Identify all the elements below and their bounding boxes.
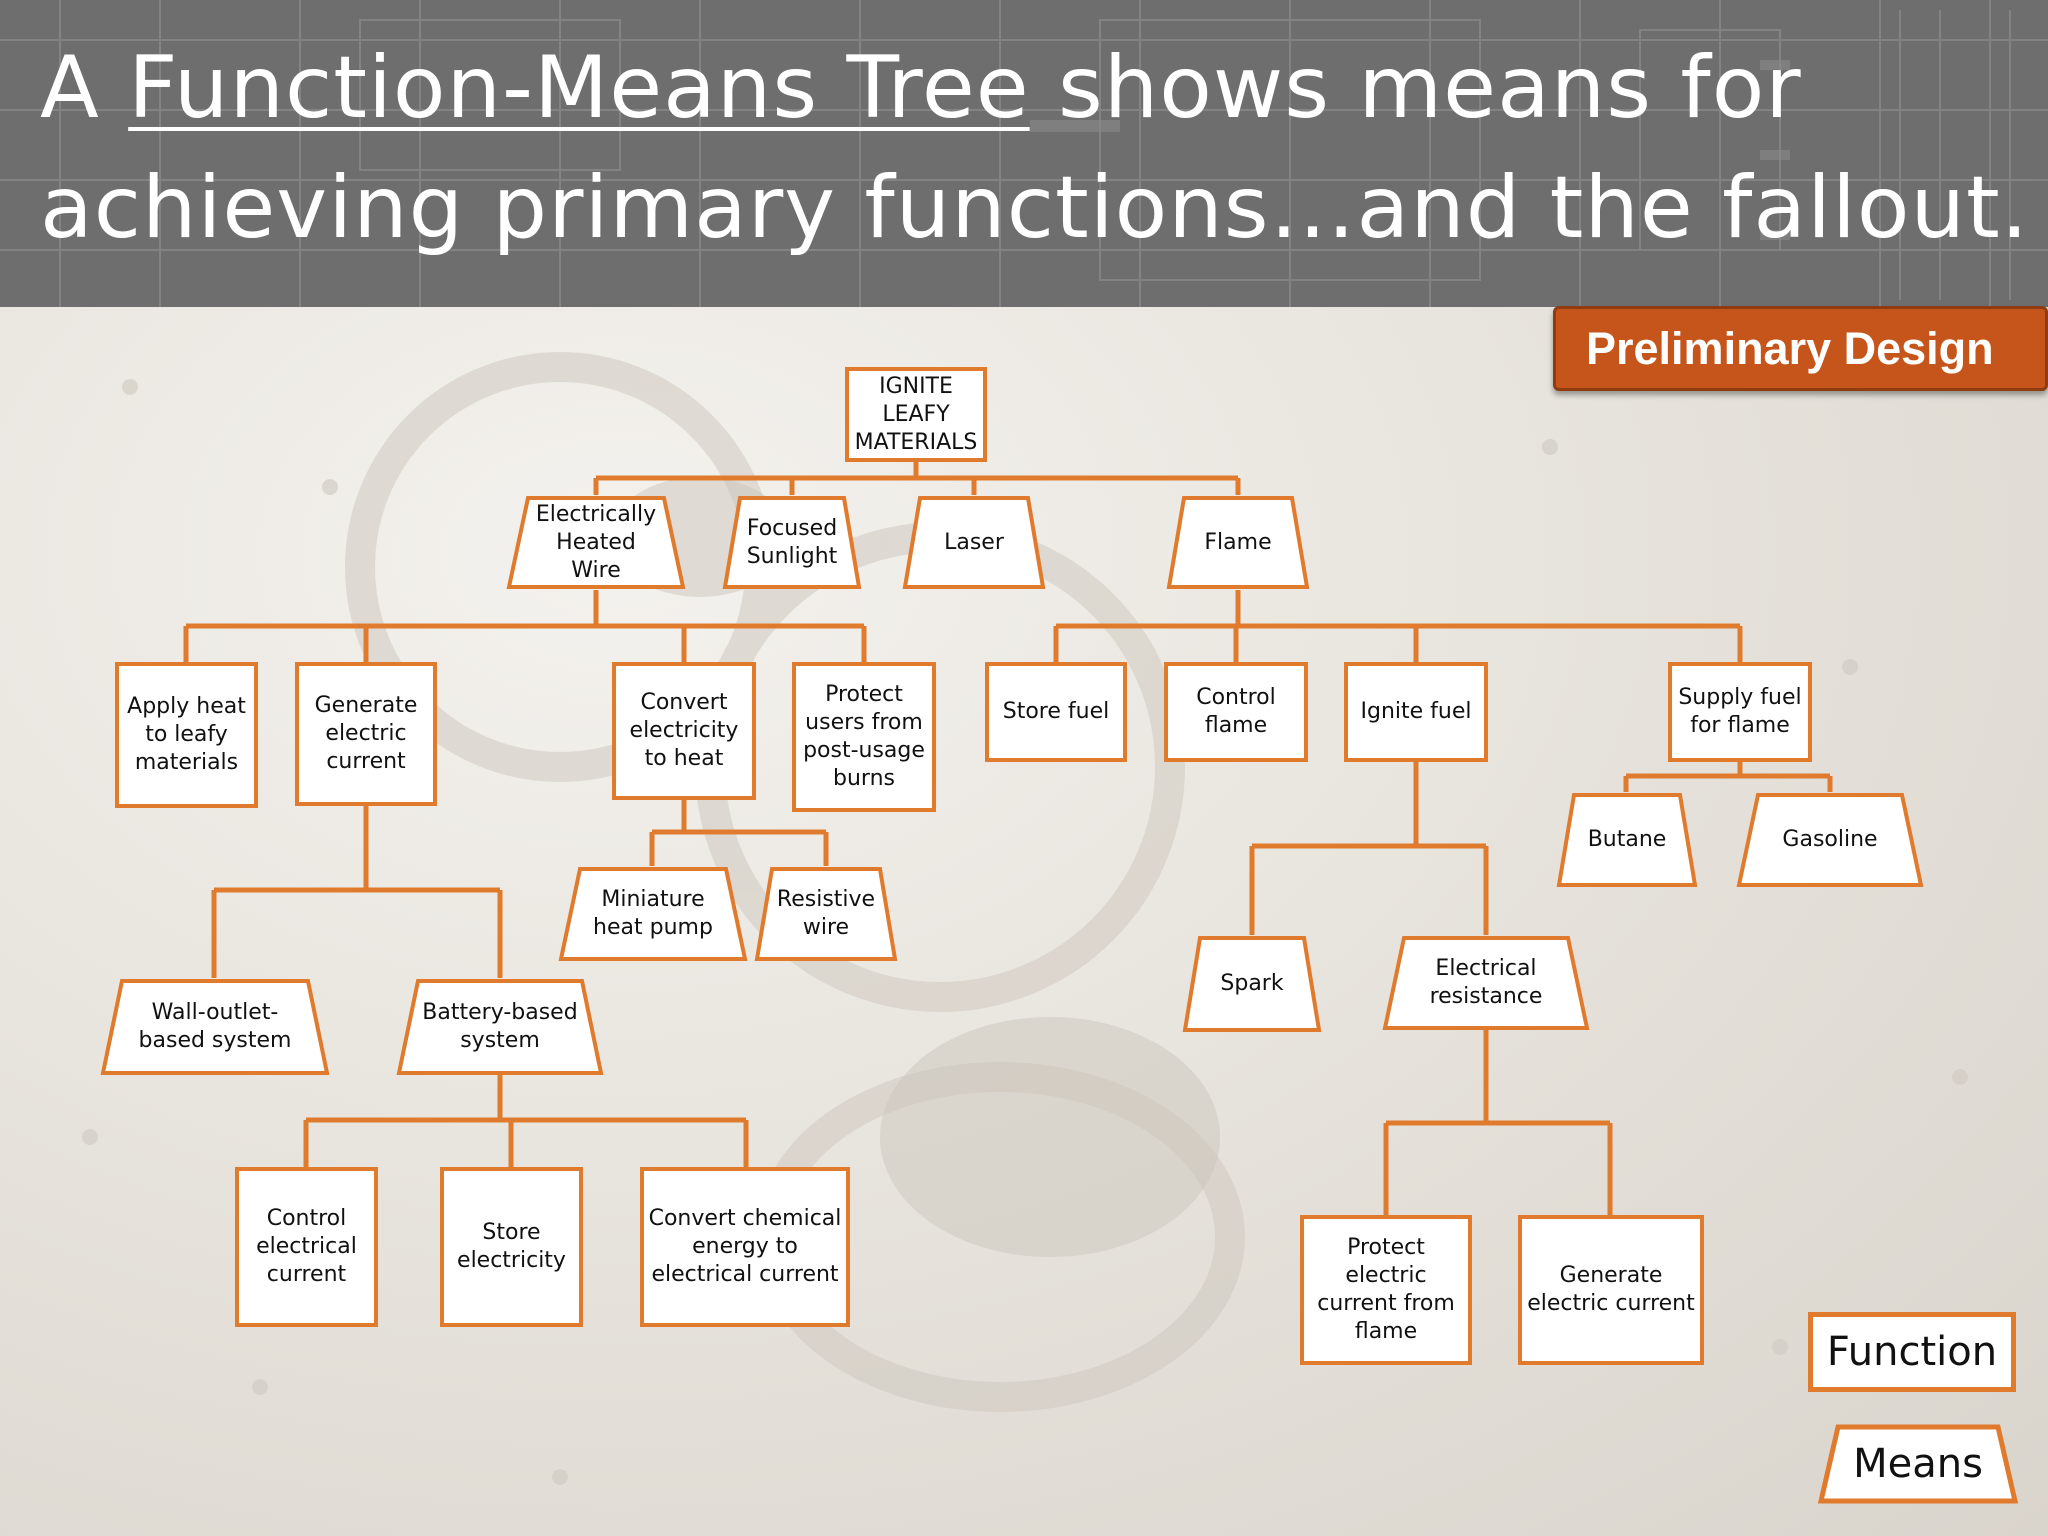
node-label: Convert electricity to heat (629, 690, 739, 771)
function-protect-electric-current-from-flame: Protect electric current from flame (1300, 1215, 1472, 1365)
page-title-line-1: A Function-Means Tree shows means for (40, 45, 1802, 131)
preliminary-design-badge: Preliminary Design (1553, 306, 2048, 391)
node-label: Laser (944, 529, 1004, 555)
node-label: Miniature heat pump (593, 887, 713, 940)
trapezoid-shape (754, 867, 898, 961)
node-label: IGNITE LEAFY MATERIALS (854, 373, 978, 455)
means-laser: Laser (902, 495, 1046, 590)
circuit-background-art (0, 0, 2048, 307)
trapezoid-shape (506, 496, 686, 589)
means-battery-based-system: Battery-based system (396, 978, 604, 1076)
function-means-tree-term: Function-Means Tree (128, 38, 1030, 138)
trapezoid-shape (902, 496, 1046, 589)
title-prefix: A (40, 38, 129, 138)
function-generate-electric-current-2: Generate electric current (1518, 1215, 1704, 1365)
node-label: Butane (1587, 827, 1667, 852)
legend-means: Means (1818, 1424, 2018, 1504)
trapezoid-shape (1736, 793, 1924, 887)
trapezoid-shape (722, 496, 862, 589)
legend-function: Function (1808, 1312, 2016, 1392)
function-store-fuel: Store fuel (985, 662, 1127, 762)
faded-photo-background (82, 352, 1968, 1485)
function-control-electrical-current: Control electrical current (235, 1167, 378, 1327)
means-miniature-heat-pump: Miniature heat pump (558, 866, 748, 962)
node-label: Control flame (1196, 685, 1276, 738)
trapezoid-shape (1182, 936, 1322, 1032)
trapezoid-shape (1382, 936, 1590, 1030)
node-label: Electrically Heated Wire (535, 501, 657, 583)
function-ignite-fuel: Ignite fuel (1344, 662, 1488, 762)
means-flame: Flame (1166, 495, 1310, 590)
node-label: Convert chemical energy to electrical cu… (648, 1206, 842, 1287)
trapezoid-shape (1556, 793, 1698, 887)
function-supply-fuel-for-flame: Supply fuel for flame (1668, 662, 1812, 762)
node-label: Protect electric current from flame (1317, 1235, 1455, 1344)
means-wall-outlet-based-system: Wall-outlet- based system (100, 978, 330, 1076)
function-apply-heat-to-leafy-materials: Apply heat to leafy materials (115, 662, 258, 808)
node-label: Focused Sunlight (746, 515, 838, 569)
header-banner: A Function-Means Tree shows means for ac… (0, 0, 2048, 307)
node-label: Spark (1220, 971, 1284, 996)
legend-means-label: Means (1853, 1441, 1983, 1487)
node-label: Store electricity (457, 1220, 566, 1273)
function-control-flame: Control flame (1164, 662, 1308, 762)
slide-background (0, 307, 2048, 1536)
trapezoid-shape (100, 979, 330, 1075)
means-butane: Butane (1556, 792, 1698, 888)
page-title-line-2: achieving primary functions…and the fall… (40, 158, 2030, 258)
node-label: Gasoline (1782, 827, 1878, 852)
node-label: Control electrical current (256, 1206, 357, 1287)
node-label: Flame (1204, 529, 1272, 555)
means-focused-sunlight: Focused Sunlight (722, 495, 862, 590)
means-spark: Spark (1182, 935, 1322, 1033)
node-label: Resistive wire (776, 887, 876, 940)
function-store-electricity: Store electricity (440, 1167, 583, 1327)
node-label: Generate electric current (1527, 1263, 1695, 1316)
node-label: Wall-outlet- based system (138, 1000, 292, 1053)
title-suffix: shows means for (1029, 38, 1802, 138)
means-gasoline: Gasoline (1736, 792, 1924, 888)
node-label: Ignite fuel (1360, 699, 1472, 724)
node-label: Protect users from post-usage burns (803, 682, 925, 791)
node-label: Store fuel (1002, 699, 1110, 724)
trapezoid-shape (1166, 496, 1310, 589)
node-label: Electrical resistance (1429, 956, 1543, 1009)
means-electrically-heated-wire: Electrically Heated Wire (506, 495, 686, 590)
trapezoid-shape (558, 867, 748, 961)
means-resistive-wire: Resistive wire (754, 866, 898, 962)
function-protect-users-from-burns: Protect users from post-usage burns (792, 662, 936, 812)
node-label: Generate electric current (314, 693, 418, 774)
root-function-ignite-leafy-materials: IGNITE LEAFY MATERIALS (845, 367, 987, 462)
node-label: Apply heat to leafy materials (127, 694, 246, 775)
trapezoid-shape (396, 979, 604, 1075)
node-label: Battery-based system (422, 1000, 578, 1053)
function-generate-electric-current: Generate electric current (295, 662, 437, 806)
function-convert-electricity-to-heat: Convert electricity to heat (612, 662, 756, 800)
legend-function-label: Function (1826, 1329, 1998, 1375)
node-label: Supply fuel for flame (1678, 685, 1802, 738)
means-electrical-resistance: Electrical resistance (1382, 935, 1590, 1031)
trapezoid-shape (1818, 1424, 2018, 1504)
function-convert-chemical-energy: Convert chemical energy to electrical cu… (640, 1167, 850, 1327)
